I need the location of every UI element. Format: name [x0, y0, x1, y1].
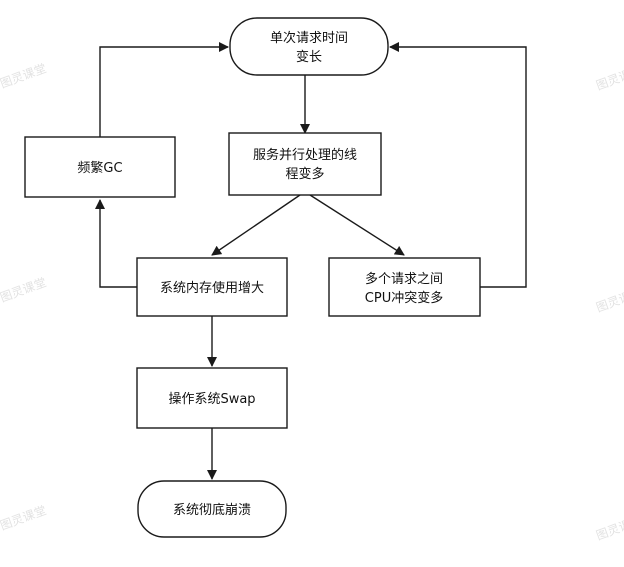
node-parallel-threads-line1: 服务并行处理的线 — [253, 147, 357, 163]
node-memory-up-label: 系统内存使用增大 — [160, 280, 264, 296]
edge-cpu-to-latency — [389, 42, 527, 288]
node-cpu-conflict-line1: 多个请求之间 — [365, 271, 443, 287]
node-crash: 系统彻底崩溃 — [137, 480, 287, 538]
watermark-text: 图灵课堂 — [594, 513, 624, 543]
watermark-text: 图灵课堂 — [0, 61, 48, 91]
node-swap-label: 操作系统Swap — [168, 391, 255, 407]
edge-parallel-to-cpu — [309, 194, 405, 256]
node-parallel-threads-line2: 程变多 — [285, 166, 324, 182]
node-frequent-gc: 频繁GC — [24, 136, 176, 198]
watermark-text: 图灵课堂 — [0, 503, 48, 533]
edge-memory-to-gc — [95, 199, 137, 288]
node-memory-up: 系统内存使用增大 — [136, 257, 288, 317]
node-crash-label: 系统彻底崩溃 — [173, 502, 251, 518]
edge-gc-to-latency — [99, 42, 229, 137]
node-parallel-threads: 服务并行处理的线 程变多 — [228, 132, 382, 196]
watermark-text: 图灵课堂 — [594, 285, 624, 315]
node-swap: 操作系统Swap — [136, 367, 288, 429]
node-cpu-conflict: 多个请求之间 CPU冲突变多 — [328, 257, 481, 317]
edges — [95, 42, 527, 480]
node-latency-up: 单次请求时间 变长 — [229, 17, 389, 76]
node-latency-up-line1: 单次请求时间 — [270, 30, 348, 46]
node-cpu-conflict-line2: CPU冲突变多 — [365, 290, 443, 306]
edge-parallel-to-memory — [211, 194, 301, 256]
watermark-text: 图灵课堂 — [0, 275, 48, 305]
watermark-text: 图灵课堂 — [594, 63, 624, 93]
node-frequent-gc-label: 频繁GC — [77, 160, 122, 176]
node-latency-up-line2: 变长 — [296, 49, 322, 65]
